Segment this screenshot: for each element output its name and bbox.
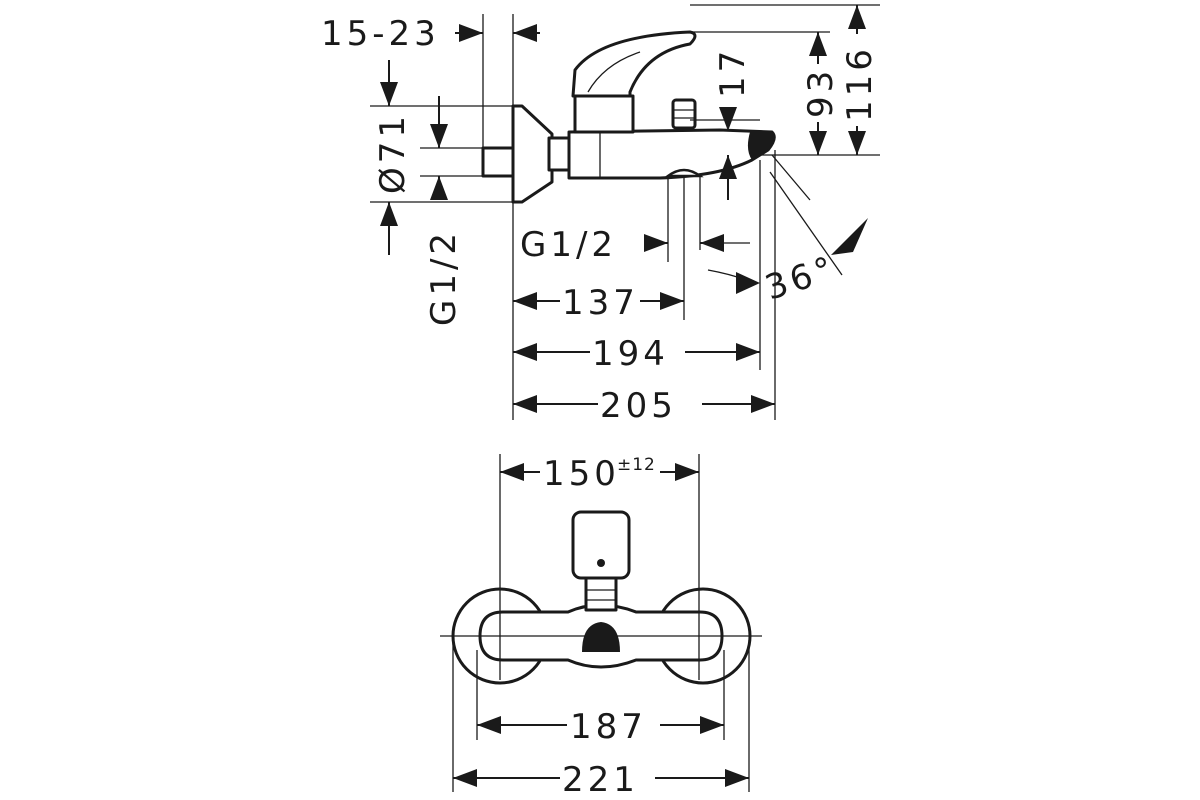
dimension-g12-spout: G1/2 [520, 225, 724, 265]
dimension-116: 116 [840, 5, 880, 155]
label-221: 221 [562, 760, 639, 800]
label-137: 137 [562, 283, 639, 323]
label-17: 17 [713, 47, 753, 98]
dimension-17: 17 [713, 47, 753, 200]
dimension-137: 137 [513, 283, 684, 323]
label-187: 187 [570, 707, 647, 747]
dimension-g12-inlet: G1/2 [424, 96, 464, 326]
dimension-187: 187 [477, 707, 724, 747]
dimension-93: 93 [801, 32, 841, 155]
label-150-tolerance: ±12 [617, 455, 656, 475]
dimension-221: 221 [453, 760, 749, 800]
dimension-205: 205 [513, 386, 775, 426]
label-36-deg: 36° [760, 248, 841, 308]
label-93: 93 [801, 67, 841, 118]
label-194: 194 [592, 334, 669, 374]
side-view-extension-lines [370, 4, 880, 420]
dimension-194: 194 [513, 334, 760, 374]
dimension-36-deg: 36° [736, 218, 868, 309]
label-150: 150 [543, 454, 620, 494]
label-o71: Ø71 [373, 112, 413, 194]
label-205: 205 [600, 386, 677, 426]
label-g12-inlet: G1/2 [424, 229, 464, 326]
label-15-23: 15-23 [321, 14, 440, 54]
front-view-extension-lines [452, 454, 750, 792]
side-view-faucet [481, 30, 776, 204]
dimension-150: 150 ±12 [500, 454, 699, 494]
front-view-faucet [440, 510, 762, 685]
dimension-15-23: 15-23 [321, 14, 540, 54]
label-g12-spout: G1/2 [520, 225, 617, 265]
dimension-o71: Ø71 [373, 60, 413, 255]
label-116: 116 [840, 45, 880, 122]
